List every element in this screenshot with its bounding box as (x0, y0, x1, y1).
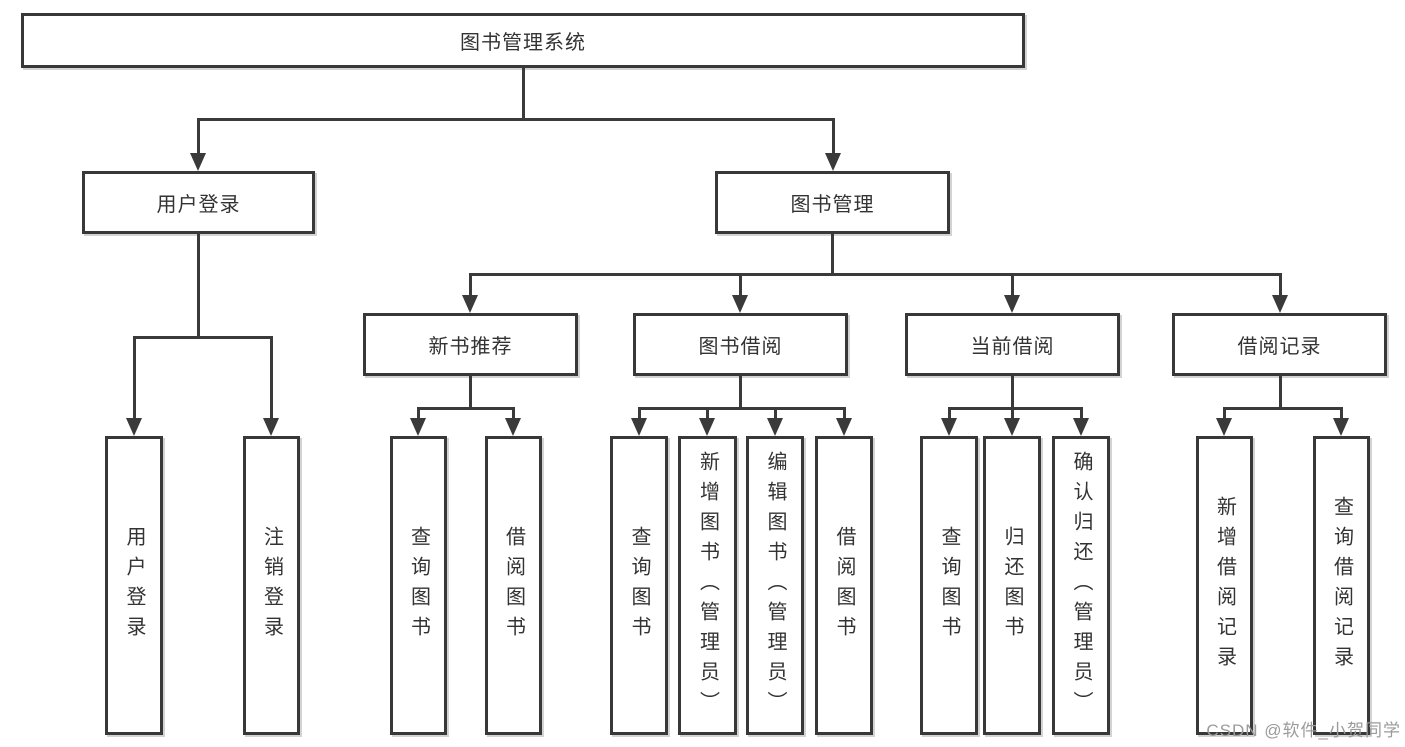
leaf-add-books-admin-label: 新增图书（管理员） (696, 450, 719, 721)
arrowhead-user-login (190, 153, 206, 171)
edge-drop-current-borrow (1011, 273, 1014, 298)
leaf-edit-books-admin: 编辑图书（管理员） (746, 436, 804, 735)
node-new-book-recommend: 新书推荐 (363, 313, 578, 376)
arrowhead-add-books (699, 418, 715, 436)
leaf-add-books-admin: 新增图书（管理员） (678, 436, 737, 735)
leaf-query-borrow-record: 查询借阅记录 (1313, 436, 1370, 735)
leaf-logout-login: 注销登录 (243, 436, 300, 735)
leaf-query-books-borrowing: 查询图书 (610, 436, 668, 735)
edge-drop-new-book (469, 273, 472, 298)
edge-book-borrow-trunk (739, 376, 742, 410)
edge-drop-add-books (706, 407, 709, 421)
edge-drop-borrow-record (1279, 273, 1282, 298)
edge-drop-query-books-3 (948, 407, 951, 421)
node-user-login-label: 用户登录 (156, 194, 241, 216)
arrowhead-return-books (1004, 418, 1020, 436)
leaf-query-books-recommend: 查询图书 (390, 436, 447, 735)
leaf-confirm-return-admin-label: 确认归还（管理员） (1070, 450, 1092, 721)
leaf-add-borrow-record-label: 新增借阅记录 (1213, 495, 1236, 676)
arrowhead-current-borrow (1004, 295, 1020, 313)
edge-drop-query-books-2 (638, 407, 641, 421)
edge-drop-borrow-books-2 (843, 407, 846, 421)
leaf-borrow-books-borrowing: 借阅图书 (815, 436, 873, 735)
leaf-confirm-return-admin: 确认归还（管理员） (1052, 436, 1110, 735)
edge-user-login-rail (133, 336, 273, 339)
edge-current-borrow-rail (948, 407, 1083, 410)
arrowhead-confirm-return (1073, 418, 1089, 436)
edge-level3-rail (469, 273, 1282, 276)
arrowhead-new-book (462, 295, 478, 313)
node-new-book-recommend-label: 新书推荐 (428, 336, 513, 358)
leaf-user-login-label: 用户登录 (123, 525, 145, 646)
leaf-query-borrow-record-label: 查询借阅记录 (1330, 495, 1353, 676)
arrowhead-book-management (825, 153, 841, 171)
arrowhead-borrow-books-2 (836, 418, 852, 436)
leaf-user-login: 用户登录 (105, 436, 163, 735)
node-book-management: 图书管理 (715, 171, 950, 234)
node-user-login: 用户登录 (82, 171, 315, 234)
edge-drop-user-login (197, 118, 200, 156)
edge-borrow-record-trunk (1279, 376, 1282, 410)
arrowhead-query-books-3 (941, 418, 957, 436)
edge-new-book-trunk (469, 376, 472, 410)
leaf-edit-books-admin-label: 编辑图书（管理员） (764, 450, 786, 721)
leaf-query-books-current: 查询图书 (920, 436, 978, 735)
edge-new-book-rail (417, 407, 515, 410)
leaf-return-books: 归还图书 (983, 436, 1041, 735)
arrowhead-edit-books (767, 418, 783, 436)
leaf-return-books-label: 归还图书 (1001, 525, 1023, 646)
leaf-borrow-books-recommend-label: 借阅图书 (502, 525, 525, 646)
node-book-management-label: 图书管理 (790, 194, 875, 216)
edge-drop-edit-books (774, 407, 777, 421)
edge-drop-leaf-user-login (133, 336, 136, 421)
leaf-borrow-books-recommend: 借阅图书 (485, 436, 542, 735)
arrowhead-query-books-2 (631, 418, 647, 436)
edge-drop-confirm-return (1080, 407, 1083, 421)
arrowhead-book-borrow (732, 295, 748, 313)
leaf-query-books-recommend-label: 查询图书 (407, 525, 430, 646)
node-book-borrowing: 图书借阅 (633, 313, 848, 376)
arrowhead-borrow-books-1 (505, 418, 521, 436)
node-book-borrowing-label: 图书借阅 (698, 336, 783, 358)
arrowhead-query-books-1 (410, 418, 426, 436)
edge-book-borrow-rail (638, 407, 846, 410)
node-library-system: 图书管理系统 (21, 13, 1025, 68)
edge-drop-book-borrow (739, 273, 742, 298)
edge-drop-query-books-1 (417, 407, 420, 421)
leaf-query-books-current-label: 查询图书 (938, 525, 960, 646)
edge-root-trunk (522, 68, 525, 121)
arrowhead-leaf-user-login (126, 418, 142, 436)
edge-level1-rail (197, 118, 835, 121)
node-current-borrowing-label: 当前借阅 (970, 336, 1055, 358)
arrowhead-query-record (1333, 418, 1349, 436)
node-library-system-label: 图书管理系统 (460, 32, 586, 54)
node-current-borrowing: 当前借阅 (905, 313, 1120, 376)
edge-drop-leaf-logout (270, 336, 273, 421)
edge-drop-book-management (832, 118, 835, 156)
edge-drop-borrow-books-1 (512, 407, 515, 421)
edge-drop-return-books (1011, 407, 1014, 421)
edge-current-borrow-trunk (1011, 376, 1014, 410)
arrowhead-borrow-record (1272, 295, 1288, 313)
arrowhead-add-record (1216, 418, 1232, 436)
node-borrowing-records: 借阅记录 (1172, 313, 1387, 376)
leaf-query-books-borrowing-label: 查询图书 (628, 525, 650, 646)
node-borrowing-records-label: 借阅记录 (1237, 336, 1322, 358)
edge-user-login-trunk (197, 234, 200, 339)
edge-drop-add-record (1223, 407, 1226, 421)
edge-drop-query-record (1340, 407, 1343, 421)
leaf-borrow-books-borrowing-label: 借阅图书 (833, 525, 855, 646)
arrowhead-leaf-logout (263, 418, 279, 436)
leaf-logout-login-label: 注销登录 (260, 525, 283, 646)
edge-borrow-record-rail (1223, 407, 1343, 410)
leaf-add-borrow-record: 新增借阅记录 (1196, 436, 1253, 735)
edge-book-management-trunk (831, 234, 834, 276)
watermark: CSDN @软件_小贺同学 (1206, 721, 1401, 740)
